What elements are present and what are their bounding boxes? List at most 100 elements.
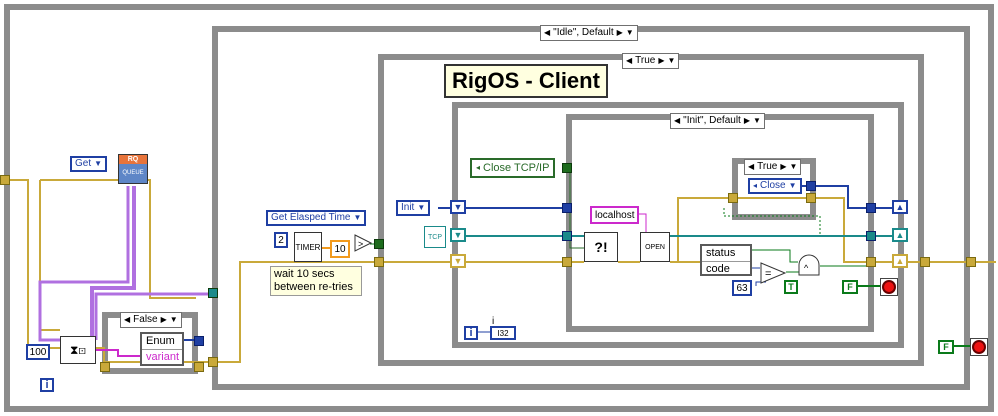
- queue-wire[interactable]: [38, 186, 130, 342]
- tunnel-terminal[interactable]: [562, 163, 572, 173]
- false-case-selector[interactable]: ◀ False ▶ ▼: [120, 312, 182, 328]
- tunnel-terminal[interactable]: [562, 231, 572, 241]
- increment-arrow-icon[interactable]: ▶: [743, 116, 750, 125]
- dropdown-icon[interactable]: ▼: [753, 116, 761, 125]
- inner-loop-stop-terminal[interactable]: [880, 278, 898, 296]
- tunnel-terminal[interactable]: [562, 257, 572, 267]
- tunnel-terminal[interactable]: [208, 288, 218, 298]
- page-title: RigOS - Client: [444, 64, 608, 98]
- false-boolean-constant[interactable]: F: [842, 280, 858, 294]
- tunnel-terminal[interactable]: [866, 203, 876, 213]
- inner-iteration-terminal: i: [464, 326, 478, 340]
- rq-queue-icon[interactable]: RQ QUEUE: [118, 154, 148, 184]
- outer-case-label: "Idle", Default: [553, 27, 614, 38]
- timer-node[interactable]: TIMER: [294, 232, 322, 262]
- dropdown-icon[interactable]: ▼: [667, 56, 676, 65]
- error-wire[interactable]: [677, 197, 874, 263]
- tunnel-terminal[interactable]: [374, 257, 384, 267]
- boolean-wire[interactable]: [752, 249, 798, 263]
- unbundle-error-node[interactable]: status code: [700, 244, 752, 276]
- inner-while-loop-frame[interactable]: [452, 102, 904, 348]
- number-value: 2: [278, 234, 284, 246]
- tunnel-terminal[interactable]: [966, 257, 976, 267]
- outer-loop-stop-terminal[interactable]: [970, 338, 988, 356]
- number-constant-10[interactable]: 10: [330, 240, 350, 258]
- decrement-arrow-icon[interactable]: ◀: [124, 315, 131, 324]
- shift-register-left[interactable]: ▼: [450, 228, 466, 242]
- outer-case-selector[interactable]: ◀ "Idle", Default ▶ ▼: [540, 25, 638, 41]
- init-case-selector[interactable]: ◀ "Init", Default ▶ ▼: [670, 113, 765, 129]
- dropdown-icon[interactable]: ▼: [169, 315, 178, 324]
- increment-arrow-icon[interactable]: ▶: [616, 28, 623, 37]
- dequeue-element-node[interactable]: ⧗⊡: [60, 336, 96, 364]
- tunnel-terminal[interactable]: [100, 362, 110, 372]
- get-enum-constant[interactable]: Get ▼: [70, 156, 108, 172]
- variant-wire[interactable]: [96, 349, 140, 357]
- tcp-constant-icon[interactable]: TCP: [424, 226, 446, 248]
- error-wire[interactable]: [212, 261, 378, 363]
- svg-text:>: >: [358, 239, 363, 249]
- dropdown-icon[interactable]: ▼: [789, 162, 798, 171]
- tunnel-terminal[interactable]: [920, 257, 930, 267]
- dropdown-icon[interactable]: ◂: [753, 181, 758, 190]
- queue-wire[interactable]: [94, 292, 212, 340]
- tunnel-terminal[interactable]: [0, 175, 10, 185]
- shift-register-left[interactable]: ▼: [450, 200, 466, 214]
- clear-errors-node[interactable]: ?!: [584, 232, 618, 262]
- shift-register-right[interactable]: ▲: [892, 200, 908, 214]
- unbundle-cluster-node[interactable]: Enum variant: [140, 332, 184, 366]
- number-constant-2[interactable]: 2: [274, 232, 288, 248]
- rq-icon-bottom: QUEUE: [122, 170, 144, 176]
- dropdown-icon[interactable]: ◂: [476, 163, 481, 172]
- decrement-arrow-icon[interactable]: ◀: [626, 56, 633, 65]
- i32-indicator[interactable]: I32: [490, 326, 516, 340]
- inner-true-case-selector[interactable]: ◀ True ▶ ▼: [744, 159, 802, 175]
- enum-wire[interactable]: [796, 185, 904, 209]
- tunnel-terminal[interactable]: [866, 257, 876, 267]
- tunnel-terminal[interactable]: [194, 362, 204, 372]
- error-wire[interactable]: [40, 179, 196, 299]
- shift-register-right[interactable]: ▲: [892, 228, 908, 242]
- number-constant-100[interactable]: 100: [26, 344, 50, 360]
- equal-node[interactable]: =: [760, 262, 787, 284]
- outer-while-loop-frame[interactable]: [4, 4, 994, 412]
- increment-arrow-icon[interactable]: ▶: [160, 315, 167, 324]
- increment-arrow-icon[interactable]: ▶: [780, 162, 787, 171]
- get-elapsed-time-enum[interactable]: Get Elasped Time ▼: [266, 210, 367, 226]
- true-case-selector[interactable]: ◀ True ▶ ▼: [622, 53, 680, 69]
- tunnel-terminal[interactable]: [728, 193, 738, 203]
- close-enum-constant[interactable]: ◂ Close ▼: [748, 178, 802, 194]
- decrement-arrow-icon[interactable]: ◀: [674, 116, 681, 125]
- tunnel-terminal[interactable]: [562, 203, 572, 213]
- close-tcp-constant[interactable]: ◂ Close TCP/IP: [470, 158, 556, 178]
- true-boolean-constant[interactable]: T: [784, 280, 798, 294]
- tunnel-terminal[interactable]: [374, 239, 384, 249]
- variant-field: variant: [146, 351, 180, 363]
- shift-register-left[interactable]: ▼: [450, 254, 466, 268]
- tunnel-terminal[interactable]: [866, 231, 876, 241]
- boolean-wire[interactable]: [723, 208, 821, 234]
- open-tcp-node[interactable]: OPEN: [640, 232, 670, 262]
- greater-than-node[interactable]: >: [354, 234, 373, 252]
- init-enum-constant[interactable]: Init ▼: [396, 200, 431, 216]
- iteration-label: i: [45, 379, 49, 391]
- tunnel-terminal[interactable]: [806, 193, 816, 203]
- false-boolean-constant-outer[interactable]: F: [938, 340, 954, 354]
- tunnel-terminal[interactable]: [806, 181, 816, 191]
- dropdown-icon[interactable]: ▼: [353, 213, 362, 222]
- and-node[interactable]: ^: [798, 254, 820, 276]
- dropdown-icon[interactable]: ▼: [417, 203, 426, 212]
- increment-arrow-icon[interactable]: ▶: [658, 56, 665, 65]
- decrement-arrow-icon[interactable]: ◀: [748, 162, 755, 171]
- error-wire[interactable]: [0, 179, 60, 349]
- shift-register-right[interactable]: ▲: [892, 254, 908, 268]
- dropdown-icon[interactable]: ▼: [94, 159, 103, 168]
- dropdown-icon[interactable]: ▼: [788, 181, 797, 190]
- number-constant-63[interactable]: 63: [732, 280, 752, 296]
- tunnel-terminal[interactable]: [194, 336, 204, 346]
- tunnel-terminal[interactable]: [208, 357, 218, 367]
- dropdown-icon[interactable]: ▼: [625, 28, 634, 37]
- localhost-string-constant[interactable]: localhost: [590, 206, 640, 224]
- error-wire[interactable]: [39, 180, 60, 331]
- decrement-arrow-icon[interactable]: ◀: [544, 28, 551, 37]
